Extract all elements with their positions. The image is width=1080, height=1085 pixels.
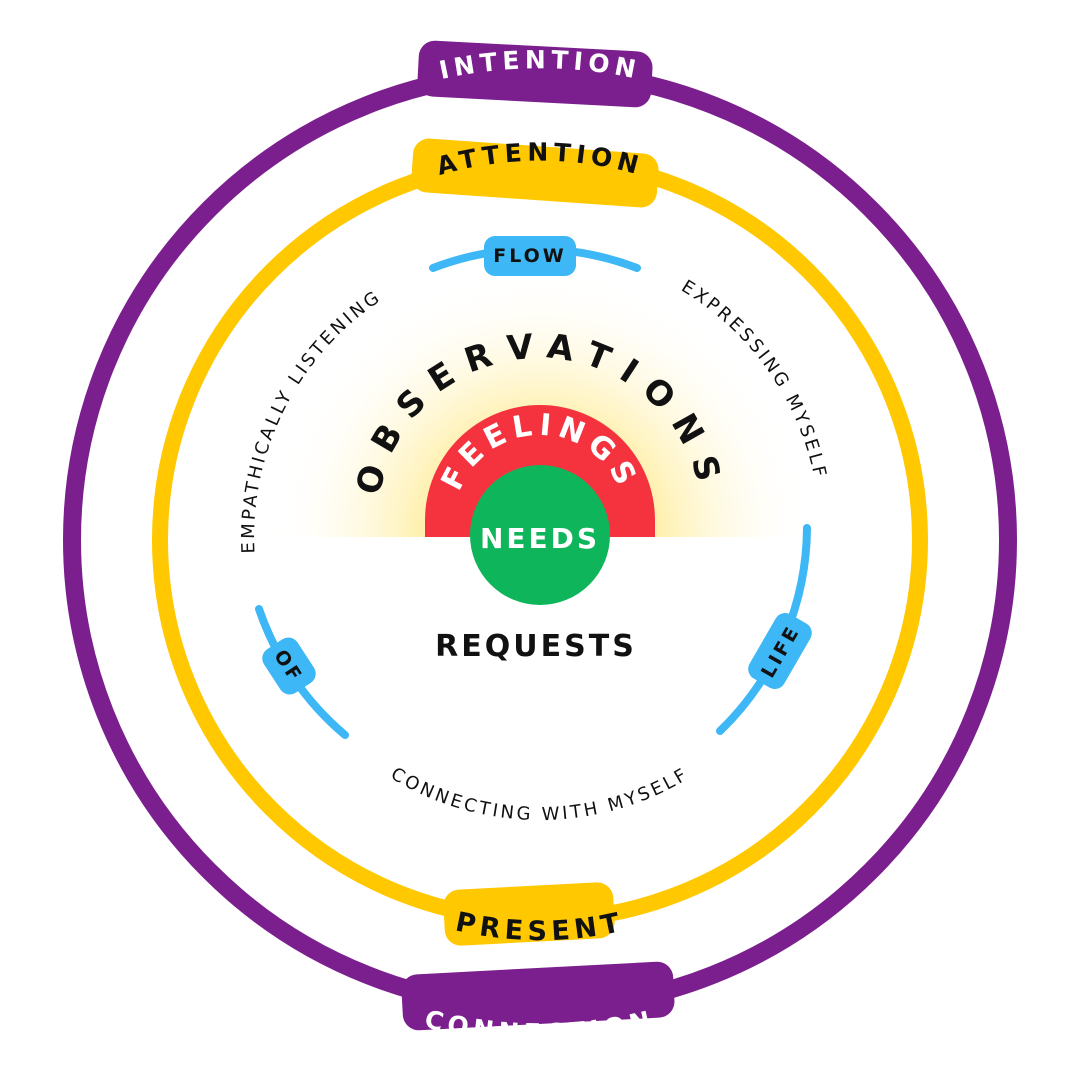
- needs-circle: [470, 465, 610, 605]
- observations-glow: [272, 269, 808, 537]
- present-tag: PRESENT: [443, 882, 622, 947]
- connection-tag: CONNECTION: [401, 961, 675, 1048]
- requests-label: REQUESTS: [435, 629, 637, 664]
- life-tag: LIFE: [748, 612, 812, 690]
- outer-ring: INTENTION CONNECTION: [63, 40, 1017, 1048]
- svg-text:CONNECTING WITH MYSELF: CONNECTING WITH MYSELF: [387, 763, 693, 825]
- needs-label: NEEDS: [480, 522, 600, 555]
- flow-tag: FLOW: [484, 236, 576, 276]
- middle-ring: ATTENTION PRESENT: [152, 138, 928, 947]
- flow-label: FLOW: [493, 245, 567, 267]
- of-tag: OF: [262, 637, 316, 695]
- intention-tag: INTENTION: [417, 40, 653, 108]
- connecting-with-myself-label: CONNECTING WITH MYSELF: [387, 763, 690, 825]
- attention-tag: ATTENTION: [411, 138, 659, 208]
